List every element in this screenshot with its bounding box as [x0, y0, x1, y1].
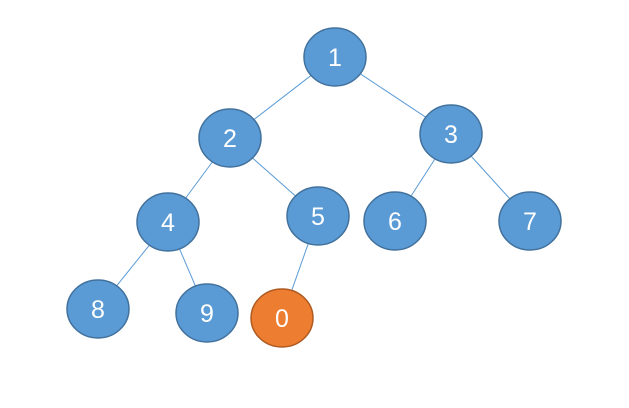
node-label: 6	[388, 208, 402, 236]
tree-node-6: 6	[363, 191, 427, 251]
node-circle	[198, 108, 262, 168]
node-label: 1	[328, 44, 342, 72]
tree-node-2: 2	[198, 108, 262, 168]
edge-2-5	[252, 157, 296, 197]
edge-2-4	[185, 161, 213, 199]
node-circle	[498, 191, 562, 251]
tree-node-7: 7	[498, 191, 562, 251]
edges-layer	[116, 73, 511, 291]
nodes-layer: 1 2 3 4 5 6 7 8 9 0	[66, 27, 562, 348]
node-circle	[303, 27, 367, 87]
edge-3-7	[470, 155, 511, 200]
tree-node-4: 4	[136, 192, 200, 252]
node-label: 3	[444, 121, 458, 149]
tree-node-9: 9	[175, 283, 239, 343]
node-circle	[175, 283, 239, 343]
node-circle	[66, 279, 130, 339]
highlighted-node-circle	[250, 288, 314, 348]
node-circle	[286, 186, 350, 246]
edge-5-0	[291, 243, 309, 291]
tree-node-1: 1	[303, 27, 367, 87]
node-circle	[363, 191, 427, 251]
node-label: 2	[223, 125, 237, 153]
node-label: 9	[200, 300, 214, 328]
edge-4-9	[179, 248, 196, 287]
edge-1-3	[360, 73, 426, 118]
node-circle	[136, 192, 200, 252]
node-circle	[419, 104, 483, 164]
node-label: 7	[523, 208, 537, 236]
edge-4-8	[116, 244, 150, 287]
tree-node-0: 0	[250, 288, 314, 348]
tree-node-3: 3	[419, 104, 483, 164]
node-label: 0	[275, 305, 289, 333]
edge-3-6	[410, 158, 436, 197]
node-label: 8	[91, 296, 105, 324]
edge-1-2	[253, 75, 312, 120]
node-label: 4	[161, 209, 175, 237]
node-label: 5	[311, 203, 325, 231]
tree-node-5: 5	[286, 186, 350, 246]
tree-node-8: 8	[66, 279, 130, 339]
